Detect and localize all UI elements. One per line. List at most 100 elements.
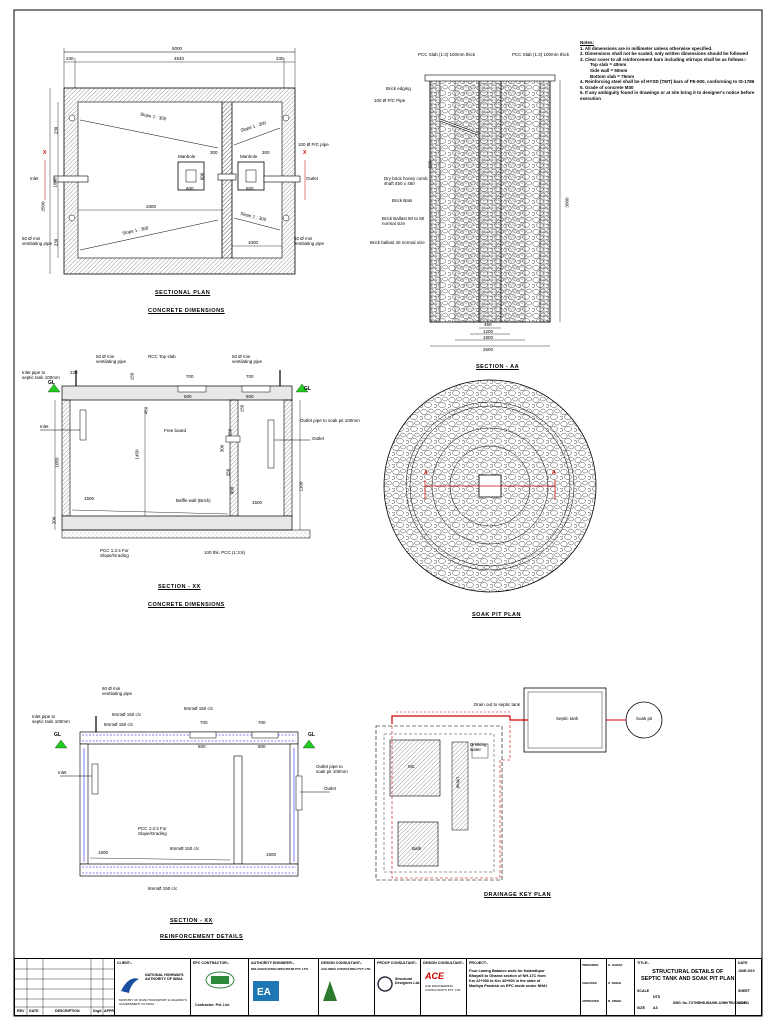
notes-heading: Notes:	[580, 40, 595, 45]
rf-bar-3: 8mmØ 150 c/c	[184, 706, 214, 711]
aa-dim-1800: 1800	[483, 335, 494, 340]
revision-table: REV DATE DESCRIPTION Drgd APPR	[15, 959, 115, 1015]
proof-logo-icon	[377, 976, 393, 992]
plan-dim-600b: 600	[246, 186, 254, 191]
soak-pit-plan	[383, 379, 597, 593]
drawing-number: DWG. No.-TOTH/BHD-BIA/NH-12/NH/TRUCK/D-0…	[673, 1001, 748, 1005]
rf-inlet-pipe: Inlet pipe to septic tank 100mm	[32, 714, 70, 724]
aa-brick-bats: Brick Bats	[392, 198, 413, 203]
aa-pcc-slab-left: PCC Slab (1:3) 100mm thick	[418, 52, 476, 57]
plan-dim-230d: 230	[53, 238, 59, 247]
rev-col-rev: REV	[17, 1009, 25, 1013]
xx-dim-600a: 600	[184, 394, 192, 399]
rf-bar-1: 8mmØ 150 c/c	[112, 712, 142, 717]
proof-name: Structural Designers Ltd.	[395, 977, 420, 986]
plan-outlet: Outlet	[306, 176, 319, 181]
aa-dim-2500: 2500	[483, 347, 494, 352]
section-xx	[40, 370, 311, 539]
xx-dim-1500b: 1500	[252, 500, 263, 505]
kp-septic: Septic tank	[556, 716, 579, 721]
client-ministry: MINISTRY OF ROAD TRANSPORT & HIGHWAYS GO…	[119, 998, 187, 1006]
rf-dim-1500a: 1500	[98, 850, 109, 855]
rev-col-date: DATE	[29, 1009, 39, 1013]
plan-manhole-1: Manhole	[178, 154, 196, 159]
xx-dim-1500a: 1500	[84, 496, 95, 501]
scale-label: SCALE	[637, 989, 650, 993]
dc2-name: ACE	[425, 971, 445, 981]
rf-bar-2: 8mmØ 150 c/c	[104, 722, 134, 727]
note-line: Bottom slab = 75mm	[590, 73, 635, 79]
xx-dim-200: 200	[51, 516, 57, 525]
kp-bath: Bath	[412, 846, 422, 851]
xx-inlet-pipe: Inlet pipe to septic tank 100mm	[22, 370, 60, 380]
plan-inlet: Inlet	[30, 176, 39, 181]
rf-title: SECTION - XX	[170, 918, 213, 924]
kp-drinking: Drinking water	[470, 742, 487, 752]
plan-pvc-pipe: 100 Ø P/C pipe	[298, 142, 329, 147]
plan-dim-230b: 230	[276, 56, 284, 61]
note-line: 3. Clear cover to all reinforcement bars…	[580, 56, 747, 62]
rf-subtitle: REINFORCEMENT DETAILS	[160, 934, 244, 940]
xx-dim-150b: 150	[239, 404, 245, 413]
drawing-title-cell: TITLE:- STRUCTURAL DETAILS OF SEPTIC TAN…	[635, 959, 751, 1015]
rf-pcc: PCC 1:2:4 For Slope/Grading	[138, 826, 167, 836]
xx-pcc-bed: 100 thk. PCC (1:3:6)	[204, 550, 246, 555]
general-notes: Notes: 1. All dimensions are in millimet…	[580, 40, 760, 102]
rev-col-drgd: Drgd	[93, 1009, 102, 1013]
rev-col-appr: APPR	[104, 1009, 114, 1013]
xx-dim-600c: 600	[229, 486, 235, 495]
soak-a-left: A	[424, 470, 428, 476]
rf-bottom-bar: 8mmØ 150 c/c	[148, 886, 178, 891]
kp-drain: Drain out to septic tank	[474, 702, 521, 707]
plan-dim-2500: 2500	[40, 201, 46, 212]
rf-dim-1500b: 1500	[266, 852, 277, 857]
plan-dim-300b: 300	[262, 150, 270, 155]
xx-baffle-wall: Baffle wall (Brick)	[176, 498, 211, 503]
plan-dim-3300: 3300	[146, 204, 157, 209]
kp-urinal: Urinal	[455, 776, 461, 789]
aa-dim-230: 230	[427, 160, 433, 169]
plan-vent-1: 50 Ø min ventilating pipe	[22, 236, 53, 246]
note-line: 5. Grade of concrete M30	[580, 84, 634, 90]
epc-name: Contractor: Pvt. Ltd.	[195, 1003, 230, 1007]
plan-dim-1840: 1840	[52, 177, 58, 188]
date-label: DATE	[738, 961, 748, 965]
kp-title: DRAINAGE KEY PLAN	[484, 892, 552, 898]
nhai-logo-icon	[121, 978, 139, 993]
xx-dim-450: 450	[143, 406, 149, 415]
approved-by: R. SINGH	[608, 999, 622, 1003]
svg-text:EA: EA	[257, 987, 271, 998]
aa-brick-edging: Brick edging	[386, 86, 411, 91]
plan-dim-230a: 230	[66, 56, 74, 61]
xx-dim-600b: 600	[246, 394, 254, 399]
dc-logo-icon	[323, 981, 337, 1001]
aa-pvc-pipe: 100 Ø P/C Pipe	[374, 98, 406, 103]
plan-x-mark-1: X	[43, 150, 47, 156]
epc-label: EPC CONTRACTOR:-	[193, 961, 230, 965]
xx-subtitle: CONCRETE DIMENSIONS	[148, 602, 225, 608]
epc-logo-icon	[205, 971, 235, 989]
xx-dim-700b: 700	[246, 374, 254, 379]
note-line: 4. Reinforcing steel shall be of HYSD (T…	[580, 79, 755, 85]
check-approved: APPROVED	[582, 999, 599, 1003]
epc-cell: EPC CONTRACTOR:- Contractor: Pvt. Ltd.	[191, 959, 249, 1015]
ae-label: AUTHORITY ENGINEER:-	[251, 961, 295, 965]
rf-dim-600b: 600	[258, 744, 266, 749]
client-label: CLIENT:-	[117, 961, 132, 965]
xx-title: SECTION - XX	[158, 584, 201, 590]
aa-dim-450: 450	[484, 322, 492, 327]
project-cell: PROJECT:- Four Laning Balance work for K…	[467, 959, 581, 1015]
plan-manhole-2: Manhole	[240, 154, 258, 159]
check-checked: CHECKED	[582, 981, 597, 985]
date-sheet-cell: DATE JUNE 2019 SHEET 1 OF 1	[735, 959, 761, 1015]
checks-cell: PREPARED CHECKED APPROVED	[581, 959, 607, 1015]
xx-gl-right: GL	[304, 386, 311, 392]
xx-dim-230: 230	[70, 370, 78, 375]
kp-soak: Soak pit	[636, 716, 653, 721]
proof-label: PROOF CONSULTANT:-	[377, 961, 417, 965]
dc-name: ACE INDIA CONSULTING PVT. LTD.	[321, 967, 372, 971]
rf-gl-right: GL	[308, 732, 315, 738]
xx-dim-1100: 1100	[298, 481, 304, 492]
note-line: 2. Dimensions shall not be scaled, only …	[580, 51, 749, 57]
